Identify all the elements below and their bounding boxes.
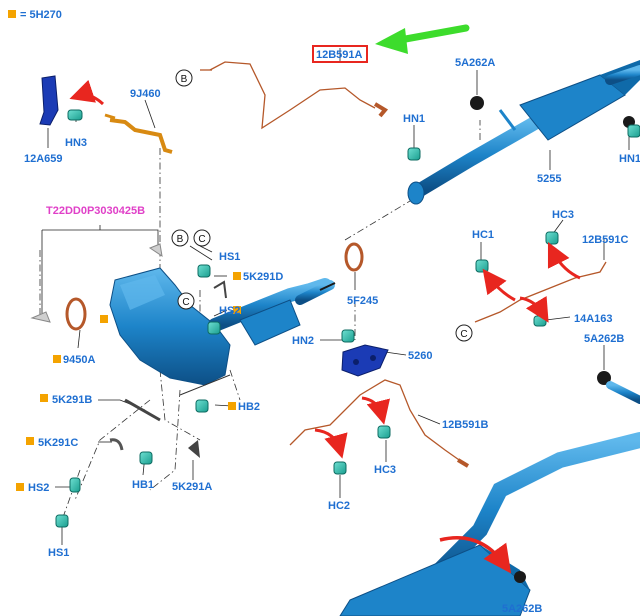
clip-hc3-bottom xyxy=(377,425,391,439)
clamp-5K291C xyxy=(109,438,124,451)
gaskets xyxy=(65,242,364,331)
callout-circle-icon: B B C C C xyxy=(171,69,473,342)
callout-c-lower: C xyxy=(182,297,189,308)
stud-hs1-bottom xyxy=(55,514,69,528)
clip-hc3-top xyxy=(545,231,559,245)
stud-hs1-mid xyxy=(197,264,211,278)
nut-hn1-top xyxy=(407,147,421,161)
label-12B591A: 12B591A xyxy=(316,49,363,61)
rear-pipe-assembly xyxy=(407,60,640,205)
label-hc1: HC1 xyxy=(472,229,494,241)
label-5K291C: 5K291C xyxy=(38,437,78,449)
label-5K291B: 5K291B xyxy=(52,394,92,406)
bolt-hb2 xyxy=(195,399,209,413)
nut-hn2 xyxy=(341,329,355,343)
nut-hn1-right xyxy=(627,124,640,138)
label-hn1-right: HN1 xyxy=(619,153,640,165)
sensor-14A163 xyxy=(533,315,547,327)
clip-5K291D xyxy=(213,280,227,299)
callout-b-mid: B xyxy=(177,234,184,245)
label-hc3-bottom: HC3 xyxy=(374,464,396,476)
bracket-t22dd xyxy=(30,311,51,323)
label-5K291A: 5K291A xyxy=(172,481,212,493)
legend-text: = 5H270 xyxy=(20,9,62,21)
label-hb2: HB2 xyxy=(238,401,260,413)
label-hs2-mid: HS2 xyxy=(219,305,240,317)
bolt-hb1 xyxy=(139,451,153,465)
label-12A659: 12A659 xyxy=(24,153,63,165)
small-parts xyxy=(30,109,640,528)
catalytic-converter xyxy=(109,267,336,396)
label-5260: 5260 xyxy=(408,350,432,362)
bracket-5260 xyxy=(341,344,389,377)
label-5K291D: 5K291D xyxy=(243,271,283,283)
label-9J460: 9J460 xyxy=(130,88,161,100)
label-hc2: HC2 xyxy=(328,500,350,512)
callout-b-top: B xyxy=(181,74,188,85)
label-hn2: HN2 xyxy=(292,335,314,347)
bracket-12A659 xyxy=(39,75,59,126)
arrow-red-icon xyxy=(69,79,581,574)
label-14A163: 14A163 xyxy=(574,313,613,325)
gasket-9450A xyxy=(65,297,87,331)
label-5A262B-bottom: 5A262B xyxy=(502,603,542,615)
label-5A262A: 5A262A xyxy=(455,57,495,69)
label-5F245: 5F245 xyxy=(347,295,378,307)
legend: = 5H270 xyxy=(8,9,62,21)
leader-lines xyxy=(41,48,630,545)
clip-hc2 xyxy=(333,461,347,475)
label-5A262B-top: 5A262B xyxy=(584,333,624,345)
marker-square-icon xyxy=(16,272,241,491)
label-12B591B: 12B591B xyxy=(442,419,489,431)
label-12B591C: 12B591C xyxy=(582,234,629,246)
stud-hs2-left xyxy=(69,477,81,493)
label-hs1-bottom: HS1 xyxy=(48,547,69,559)
callout-c-right: C xyxy=(460,329,467,340)
clip-hc1 xyxy=(475,259,489,273)
wires xyxy=(200,61,607,468)
part-labels: 12B591A 5A262A HN1 HN1 9J460 HN3 12A659 … xyxy=(24,49,640,615)
highlight-box xyxy=(312,45,368,63)
label-hs2-left: HS2 xyxy=(28,482,49,494)
label-9450A: 9450A xyxy=(63,354,95,366)
arrow-green-icon xyxy=(375,24,470,54)
label-hn3: HN3 xyxy=(65,137,87,149)
stud-hs2-mid xyxy=(207,321,221,335)
gasket-5F245 xyxy=(344,242,364,272)
tail-pipe-assembly xyxy=(339,371,640,616)
label-hn1-top: HN1 xyxy=(403,113,425,125)
label-hs1-mid: HS1 xyxy=(219,251,240,263)
label-hb1: HB1 xyxy=(132,479,154,491)
label-5255: 5255 xyxy=(537,173,561,185)
label-hc3-top: HC3 xyxy=(552,209,574,221)
sensor-5K291A xyxy=(188,440,200,458)
marker-square-icon xyxy=(8,10,16,18)
sensor-5K291B xyxy=(124,398,161,422)
tip-t22dd xyxy=(148,243,163,258)
nut-hn3 xyxy=(67,109,83,121)
label-t22dd: T22DD0P3030425B xyxy=(46,205,145,217)
callout-c-mid: C xyxy=(198,234,205,245)
tube-9J460 xyxy=(104,113,173,154)
